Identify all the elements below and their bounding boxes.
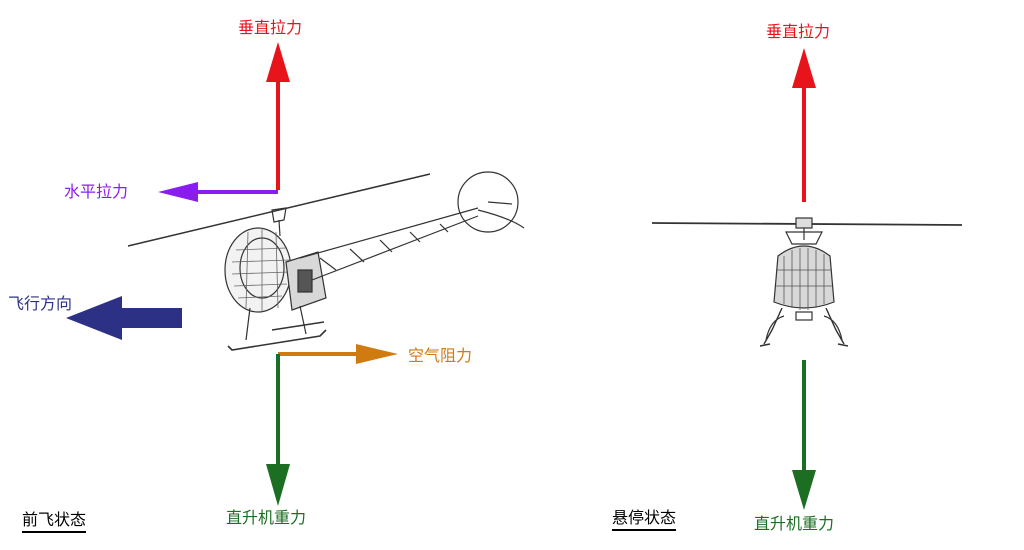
fwd-horizontal-pull-arrow bbox=[158, 182, 278, 202]
fwd-air-resistance-arrow bbox=[278, 344, 398, 364]
hover-gravity-label: 直升机重力 bbox=[754, 514, 835, 533]
helicopter-side-view bbox=[127, 171, 525, 351]
forward-flight-caption: 前飞状态 bbox=[22, 510, 87, 533]
hover-vertical-lift-label: 垂直拉力 bbox=[766, 22, 831, 41]
hover-vertical-lift-arrow bbox=[792, 48, 816, 202]
hover-caption: 悬停状态 bbox=[612, 508, 677, 531]
fwd-flight-direction-arrow bbox=[66, 296, 182, 340]
fwd-gravity-arrow bbox=[266, 354, 290, 506]
fwd-vertical-lift-arrow bbox=[266, 42, 290, 190]
fwd-vertical-lift-label: 垂直拉力 bbox=[238, 18, 303, 37]
fwd-horizontal-pull-label: 水平拉力 bbox=[64, 182, 129, 201]
helicopter-front-view bbox=[651, 217, 963, 347]
fwd-gravity-label: 直升机重力 bbox=[226, 508, 307, 527]
fwd-flight-direction-label: 飞行方向 bbox=[8, 294, 73, 313]
hover-gravity-arrow bbox=[792, 360, 816, 510]
fwd-air-resistance-label: 空气阻力 bbox=[408, 346, 473, 365]
